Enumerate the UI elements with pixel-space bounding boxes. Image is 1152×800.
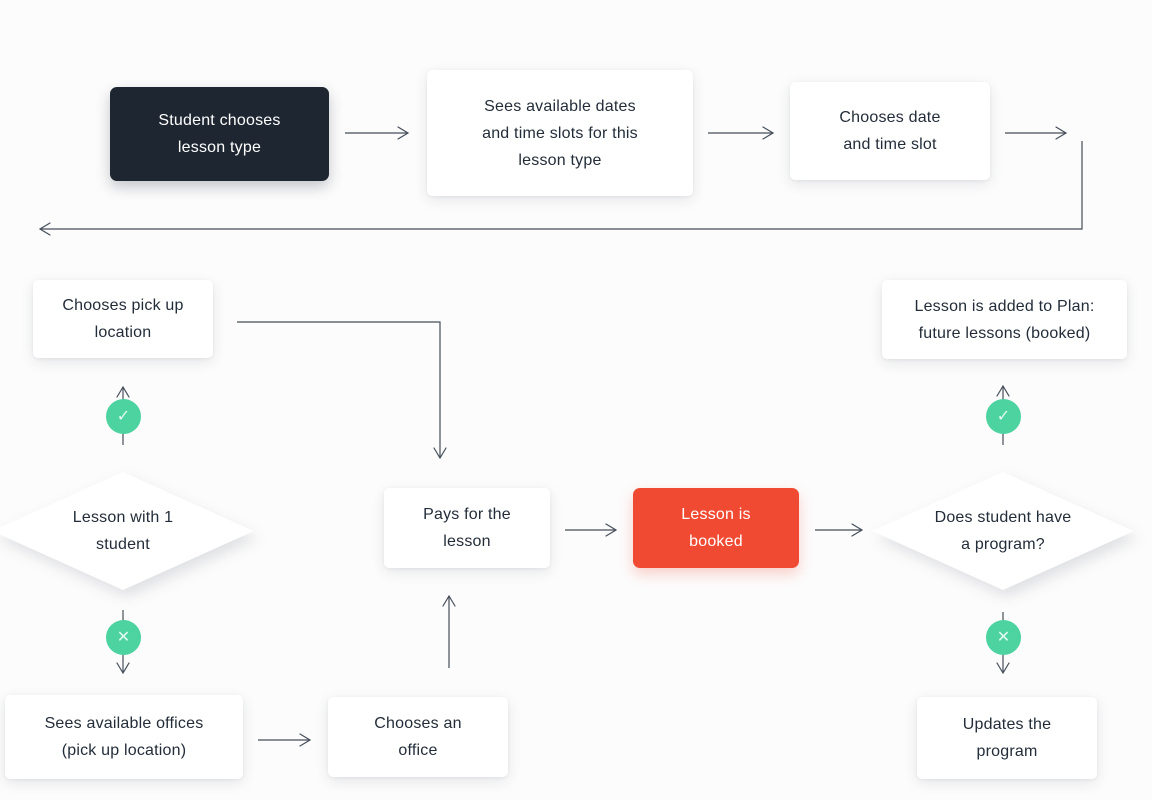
node-sees-available-offices[interactable]: Sees available offices (pick up location… [5, 695, 243, 779]
badge-yes-left[interactable]: ✓ [106, 399, 141, 434]
cross-icon: ✕ [996, 628, 1011, 646]
node-label: Lesson is added to Plan: future lessons … [914, 297, 1095, 342]
node-label: Sees available offices (pick up location… [44, 715, 204, 759]
badge-no-right[interactable]: ✕ [986, 620, 1021, 655]
decision-diamond: Does student have a program? [872, 472, 1134, 590]
node-label: Does student have a program? [934, 509, 1072, 553]
node-chooses-date-time-slot[interactable]: Chooses date and time slot [790, 82, 990, 180]
node-label: Chooses date and time slot [839, 109, 941, 153]
node-label: Student chooses lesson type [158, 112, 281, 156]
node-chooses-pickup-location[interactable]: Chooses pick up location [33, 280, 213, 358]
node-label: Chooses pick up location [62, 297, 184, 341]
node-updates-the-program[interactable]: Updates the program [917, 697, 1097, 779]
node-pays-for-lesson[interactable]: Pays for the lesson [384, 488, 550, 568]
node-does-student-have-program[interactable]: Does student have a program? [872, 472, 1134, 590]
connector-loopback-left [38, 141, 1083, 236]
node-label: Sees available dates and time slots for … [482, 97, 638, 169]
node-student-chooses-lesson-type[interactable]: Student chooses lesson type [110, 87, 329, 181]
connector-pickup-to-pays [237, 321, 447, 460]
node-label: Pays for the lesson [423, 506, 511, 550]
node-sees-available-dates[interactable]: Sees available dates and time slots for … [427, 70, 693, 196]
node-label: Chooses an office [374, 715, 462, 759]
check-icon: ✓ [116, 407, 131, 425]
badge-yes-right[interactable]: ✓ [986, 399, 1021, 434]
node-label: Lesson is booked [681, 506, 751, 550]
node-label: Lesson with 1 student [72, 509, 174, 553]
node-lesson-added-to-plan[interactable]: Lesson is added to Plan: future lessons … [882, 280, 1127, 359]
check-icon: ✓ [996, 407, 1011, 425]
node-lesson-is-booked[interactable]: Lesson is booked [633, 488, 799, 568]
node-chooses-an-office[interactable]: Chooses an office [328, 697, 508, 777]
node-label: Updates the program [962, 716, 1052, 760]
decision-diamond: Lesson with 1 student [0, 472, 254, 590]
badge-no-left[interactable]: ✕ [106, 620, 141, 655]
cross-icon: ✕ [116, 628, 131, 646]
node-lesson-with-1-student[interactable]: Lesson with 1 student [0, 472, 254, 590]
